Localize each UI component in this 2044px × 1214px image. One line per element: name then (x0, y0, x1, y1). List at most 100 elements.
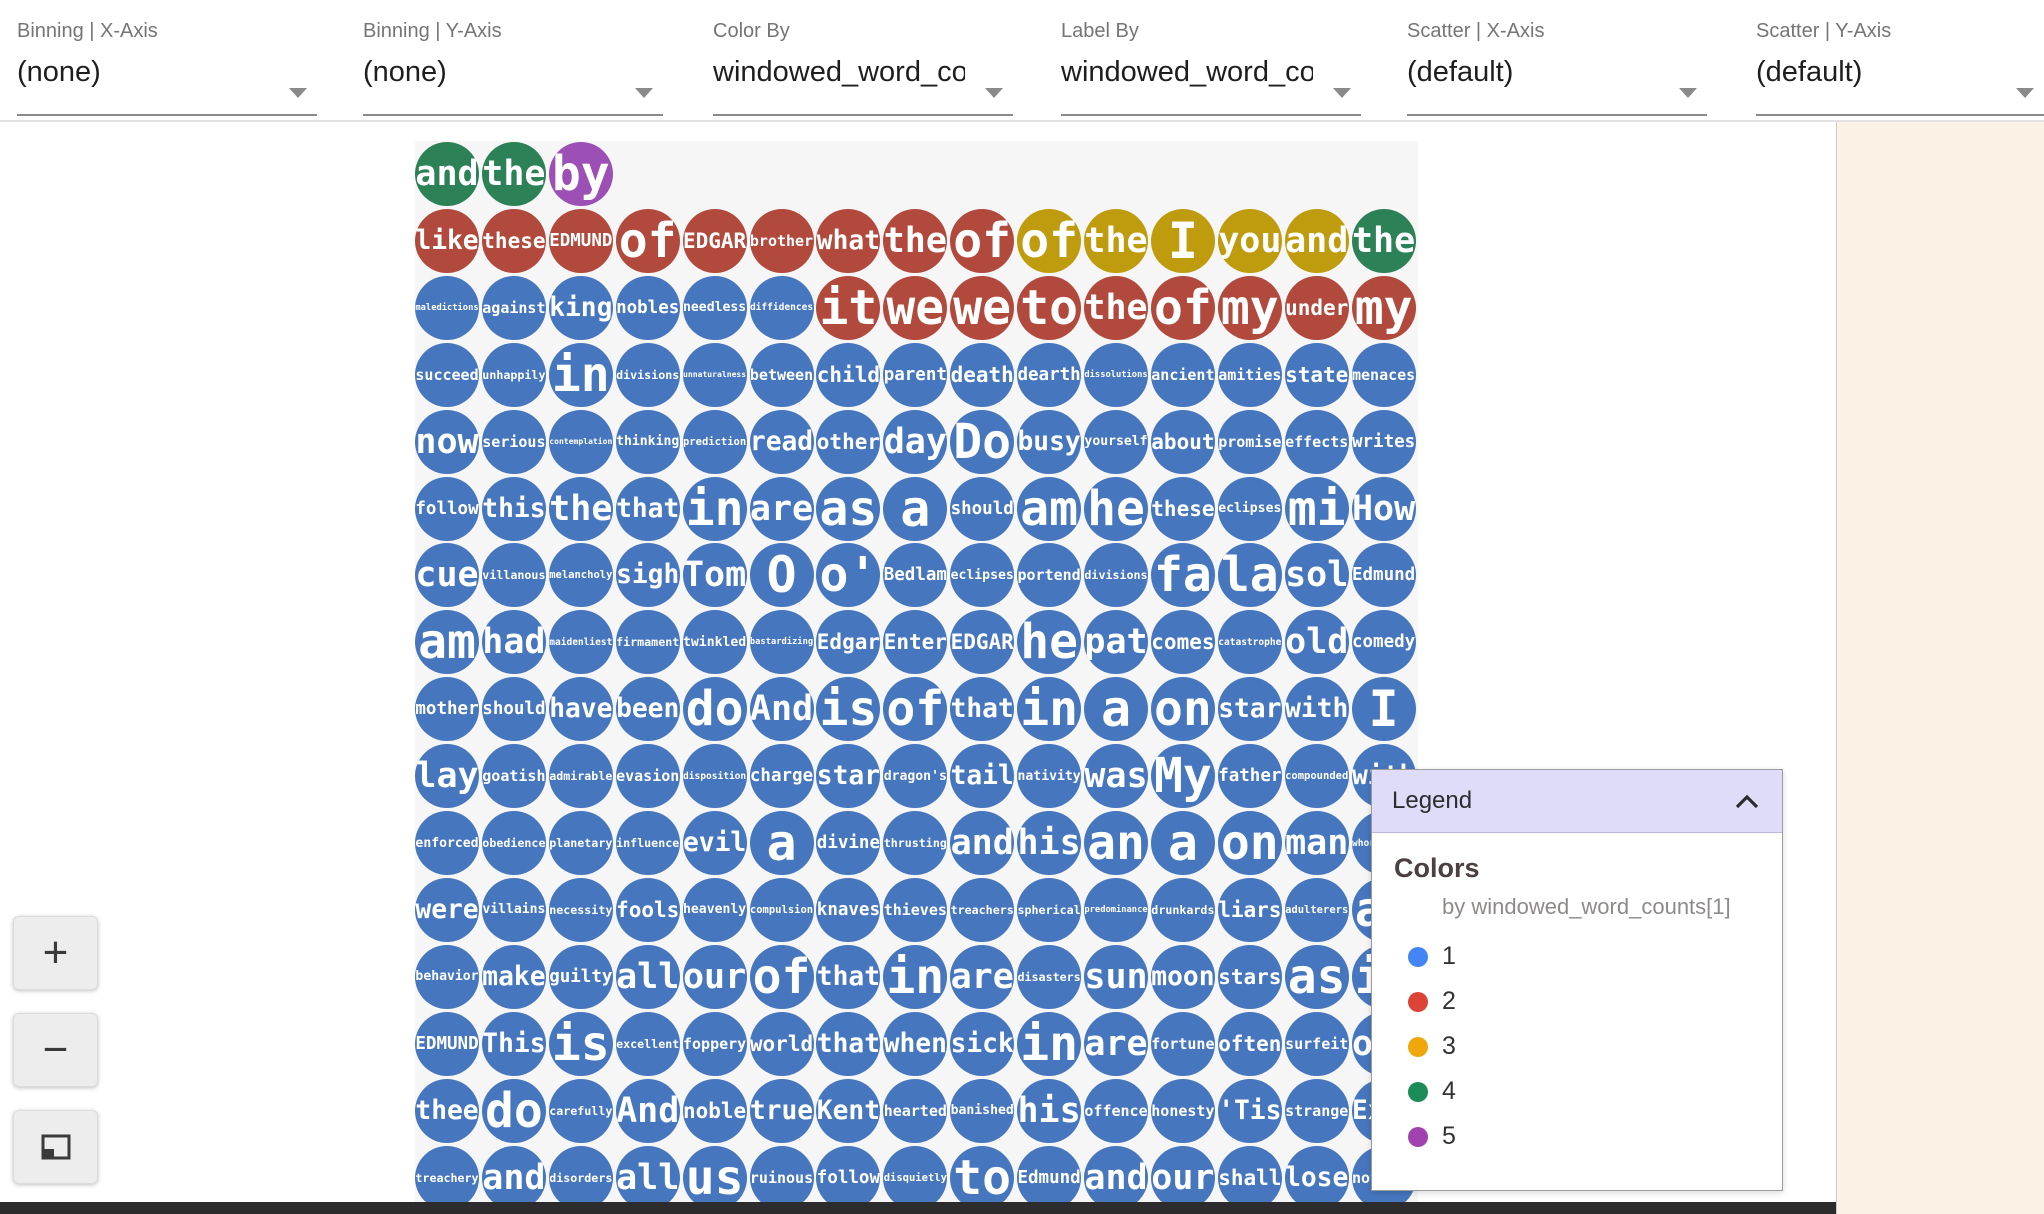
word-bubble[interactable]: Enter (883, 610, 948, 675)
word-bubble[interactable]: an (1084, 811, 1148, 875)
word-bubble[interactable]: O (749, 543, 814, 608)
word-bubble[interactable]: was (1084, 744, 1148, 809)
word-bubble[interactable]: is (548, 1011, 613, 1076)
word-bubble[interactable]: twinkled (682, 610, 747, 675)
word-bubble[interactable]: noble (682, 1078, 747, 1143)
word-bubble[interactable]: enforced (415, 811, 479, 875)
word-bubble[interactable]: child (816, 342, 881, 407)
word-bubble[interactable]: sun (1084, 944, 1148, 1009)
word-bubble[interactable]: should (481, 677, 546, 742)
word-bubble[interactable]: goatish (481, 744, 546, 809)
word-bubble[interactable]: amities (1217, 342, 1282, 407)
word-bubble[interactable]: in (682, 476, 747, 541)
word-bubble[interactable]: and (415, 142, 479, 206)
word-bubble[interactable]: nobles (615, 275, 680, 340)
word-bubble[interactable]: often (1217, 1011, 1282, 1076)
word-bubble[interactable]: by (548, 142, 613, 206)
word-bubble[interactable]: brother (749, 208, 814, 273)
word-bubble[interactable]: divisions (615, 342, 680, 407)
word-bubble[interactable]: Edmund (1017, 1145, 1082, 1210)
word-bubble[interactable]: moon (1150, 944, 1215, 1009)
word-bubble[interactable]: father (1217, 744, 1282, 809)
word-bubble[interactable]: firmament (615, 610, 680, 675)
word-bubble[interactable]: influence (615, 811, 680, 875)
word-bubble[interactable]: liars (1217, 877, 1282, 942)
word-bubble[interactable]: our (1150, 1145, 1215, 1210)
word-bubble[interactable]: carefully (548, 1078, 613, 1143)
word-bubble[interactable]: and (1284, 208, 1349, 273)
word-bubble[interactable]: heavenly (682, 877, 747, 942)
word-bubble[interactable]: thrusting (883, 811, 948, 875)
word-bubble[interactable]: thee (415, 1078, 479, 1143)
word-bubble[interactable]: villains (481, 877, 546, 942)
word-bubble[interactable]: adulterers (1284, 877, 1349, 942)
dropdown-label-by[interactable]: Label By windowed_word_counts[1] (1061, 20, 1361, 116)
word-bubble[interactable]: nativity (1017, 744, 1082, 809)
word-bubble[interactable]: Do (950, 409, 1015, 474)
word-bubble[interactable]: is (816, 677, 881, 742)
word-bubble[interactable]: Tom (682, 543, 747, 608)
word-bubble[interactable]: us (682, 1145, 747, 1210)
word-bubble[interactable]: between (749, 342, 814, 407)
word-bubble[interactable]: foppery (682, 1011, 747, 1076)
word-bubble[interactable]: shall (1217, 1145, 1282, 1210)
legend-item[interactable]: 4 (1408, 1069, 1760, 1114)
word-bubble[interactable]: fools (615, 877, 680, 942)
word-bubble[interactable]: Edmund (1351, 543, 1416, 608)
word-bubble[interactable]: are (1084, 1011, 1148, 1076)
word-bubble[interactable]: busy (1017, 409, 1082, 474)
word-bubble[interactable]: melancholy (548, 543, 613, 608)
word-bubble[interactable]: charge (749, 744, 814, 809)
word-bubble[interactable]: when (883, 1011, 948, 1076)
dropdown-scatter-y-axis[interactable]: Scatter | Y-Axis (default) (1756, 20, 2044, 116)
word-bubble[interactable]: and (950, 811, 1015, 875)
word-bubble[interactable]: the (1084, 275, 1148, 340)
word-bubble[interactable]: planetary (548, 811, 613, 875)
dropdown-color-by[interactable]: Color By windowed_word_counts[1] (713, 20, 1013, 116)
word-bubble[interactable]: guilty (548, 944, 613, 1009)
word-bubble[interactable]: against (481, 275, 546, 340)
word-bubble[interactable]: dragon's (883, 744, 948, 809)
word-bubble[interactable]: do (682, 677, 747, 742)
word-bubble[interactable]: maidenliest (548, 610, 613, 675)
word-bubble[interactable]: fa (1150, 543, 1215, 608)
word-bubble[interactable]: compounded (1284, 744, 1349, 809)
word-bubble[interactable]: of (883, 677, 948, 742)
word-bubble[interactable]: of (615, 208, 680, 273)
word-bubble[interactable]: offence (1084, 1078, 1148, 1143)
word-bubble[interactable]: thinking (615, 409, 680, 474)
word-bubble[interactable]: that (950, 677, 1015, 742)
word-bubble[interactable]: ancient (1150, 342, 1215, 407)
dropdown-binning-y-axis[interactable]: Binning | Y-Axis (none) (363, 20, 663, 116)
word-bubble[interactable]: tail (950, 744, 1015, 809)
word-bubble[interactable]: menaces (1351, 342, 1416, 407)
word-bubble[interactable]: succeed (415, 342, 479, 407)
word-bubble[interactable]: star (816, 744, 881, 809)
word-bubble[interactable]: comes (1150, 610, 1215, 675)
word-bubble[interactable]: a (883, 476, 948, 541)
word-bubble[interactable]: all (615, 944, 680, 1009)
word-bubble[interactable]: promise (1217, 409, 1282, 474)
word-bubble[interactable]: the (883, 208, 948, 273)
word-bubble[interactable]: disorders (548, 1145, 613, 1210)
word-bubble[interactable]: the (548, 476, 613, 541)
word-bubble[interactable]: my (1351, 275, 1416, 340)
word-bubble[interactable]: parent (883, 342, 948, 407)
word-bubble[interactable]: and (481, 1145, 546, 1210)
word-bubble[interactable]: cue (415, 543, 479, 608)
word-bubble[interactable]: This (481, 1011, 546, 1076)
word-bubble[interactable]: serious (481, 409, 546, 474)
word-bubble[interactable]: disquietly (883, 1145, 948, 1210)
word-bubble[interactable]: these (481, 208, 546, 273)
word-bubble[interactable]: other (816, 409, 881, 474)
word-bubble[interactable]: the (481, 142, 546, 206)
word-bubble[interactable]: strange (1284, 1078, 1349, 1143)
word-bubble[interactable]: diffidences (749, 275, 814, 340)
word-bubble[interactable]: am (1017, 476, 1082, 541)
word-bubble[interactable]: state (1284, 342, 1349, 407)
word-bubble[interactable]: are (749, 476, 814, 541)
word-bubble[interactable]: unnaturalness (682, 342, 747, 407)
word-bubble[interactable]: Bedlam (883, 543, 948, 608)
word-bubble[interactable]: we (950, 275, 1015, 340)
